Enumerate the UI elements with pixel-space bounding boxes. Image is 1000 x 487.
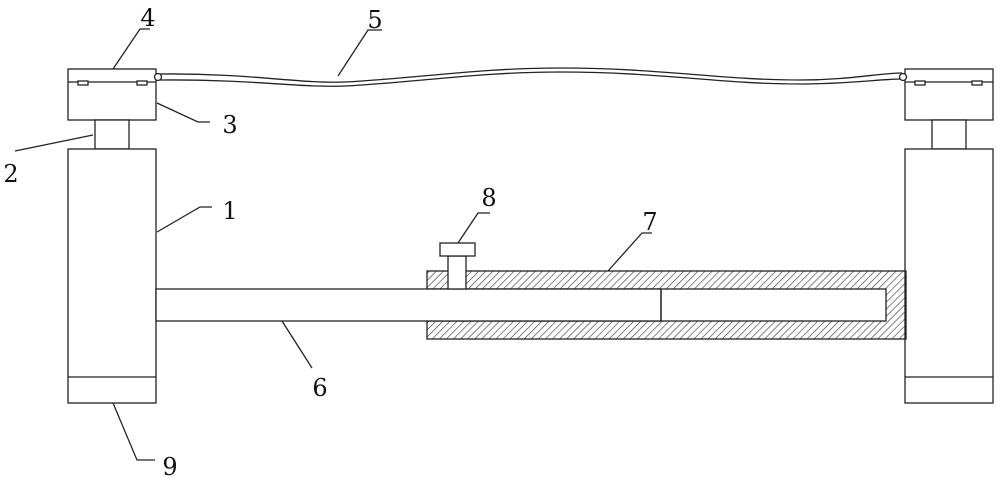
right-support (898, 68, 994, 404)
label-5: 5 (367, 6, 382, 34)
housing-3 (67, 68, 157, 121)
label-4: 4 (140, 4, 155, 32)
label-8: 8 (481, 184, 496, 212)
rod-6 (155, 288, 662, 322)
label-6: 6 (312, 374, 327, 402)
label-1: 1 (222, 197, 237, 225)
label-2: 2 (3, 160, 18, 188)
pin-8 (439, 242, 476, 290)
leader-lines (14, 28, 652, 461)
left-support (67, 68, 163, 404)
cable-5 (159, 67, 903, 83)
label-3: 3 (222, 111, 237, 139)
label-9: 9 (162, 453, 177, 481)
column-1 (67, 148, 157, 404)
label-7: 7 (642, 208, 657, 236)
neck-2 (94, 119, 130, 150)
